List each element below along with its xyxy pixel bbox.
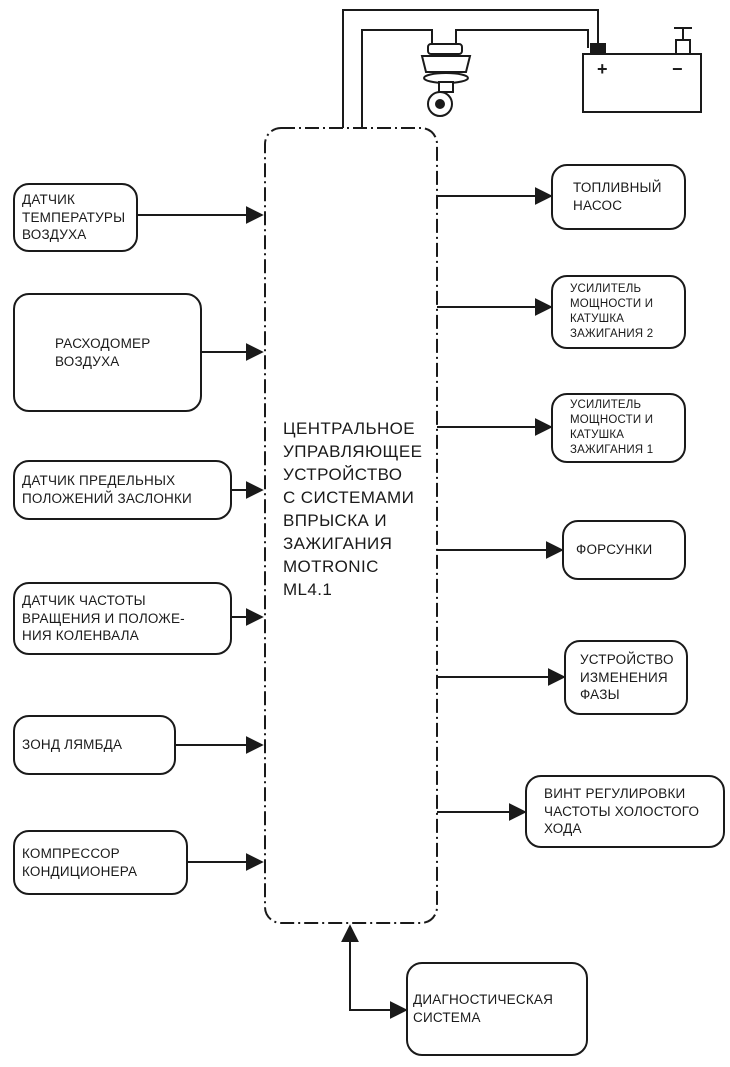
input-label: РАСХОДОМЕР ВОЗДУХА [55,335,151,369]
input-connectors [138,206,264,871]
output-label: ВИНТ РЕГУЛИРОВКИ ЧАСТОТЫ ХОЛОСТОГО ХОДА [544,785,700,837]
input-label: КОМПРЕССОР КОНДИЦИОНЕРА [22,845,138,879]
output-label: ФОРСУНКИ [576,542,653,558]
output-connectors [437,187,566,821]
diagnostic-system-box: ДИАГНОСТИЧЕСКАЯ СИСТЕМА [406,962,588,1056]
input-box-throttle-position-sensor: ДАТЧИК ПРЕДЕЛЬНЫХ ПОЛОЖЕНИЙ ЗАСЛОНКИ [13,460,232,520]
battery-plus-label: + [597,59,608,79]
input-label: ДАТЧИК ЧАСТОТЫ ВРАЩЕНИЯ И ПОЛОЖЕ- НИЯ КО… [22,592,185,644]
battery-icon [582,27,702,113]
output-label: УСИЛИТЕЛЬ МОЩНОСТИ И КАТУШКА ЗАЖИГАНИЯ 2 [570,283,654,340]
input-box-lambda-probe: ЗОНД ЛЯМБДА [13,715,176,775]
power-wires [342,9,599,128]
output-label: УСИЛИТЕЛЬ МОЩНОСТИ И КАТУШКА ЗАЖИГАНИЯ 1 [570,399,654,456]
output-box-amplifier-coil-1: УСИЛИТЕЛЬ МОЩНОСТИ И КАТУШКА ЗАЖИГАНИЯ 1 [551,393,686,463]
output-box-amplifier-coil-2: УСИЛИТЕЛЬ МОЩНОСТИ И КАТУШКА ЗАЖИГАНИЯ 2 [551,275,686,349]
input-label: ДАТЧИК ПРЕДЕЛЬНЫХ ПОЛОЖЕНИЙ ЗАСЛОНКИ [22,473,192,506]
output-label: ТОПЛИВНЫЙ НАСОС [573,180,662,213]
battery-minus-label: − [672,59,683,79]
output-label: УСТРОЙСТВО ИЗМЕНЕНИЯ ФАЗЫ [580,651,674,703]
input-box-ac-compressor: КОМПРЕССОР КОНДИЦИОНЕРА [13,830,188,895]
diagnostic-label: ДИАГНОСТИЧЕСКАЯ СИСТЕМА [413,992,554,1025]
output-box-phase-shifter: УСТРОЙСТВО ИЗМЕНЕНИЯ ФАЗЫ [564,640,688,715]
ignition-switch-icon [420,43,472,117]
output-box-injectors: ФОРСУНКИ [562,520,686,580]
output-box-fuel-pump: ТОПЛИВНЫЙ НАСОС [551,164,686,230]
input-box-air-temp-sensor: ДАТЧИК ТЕМПЕРАТУРЫ ВОЗДУХА [13,183,138,252]
diagnostic-connector [341,924,408,1019]
input-box-air-flow-meter: РАСХОДОМЕР ВОЗДУХА [13,293,202,412]
ecu-box-outline [264,127,438,924]
ecu-label: ЦЕНТРАЛЬНОЕ УПРАВЛЯЮЩЕЕ УСТРОЙСТВО С СИС… [283,419,423,599]
input-label: ДАТЧИК ТЕМПЕРАТУРЫ ВОЗДУХА [22,191,126,243]
output-box-idle-screw: ВИНТ РЕГУЛИРОВКИ ЧАСТОТЫ ХОЛОСТОГО ХОДА [525,775,725,848]
input-label: ЗОНД ЛЯМБДА [22,737,123,753]
input-box-crankshaft-sensor: ДАТЧИК ЧАСТОТЫ ВРАЩЕНИЯ И ПОЛОЖЕ- НИЯ КО… [13,582,232,655]
